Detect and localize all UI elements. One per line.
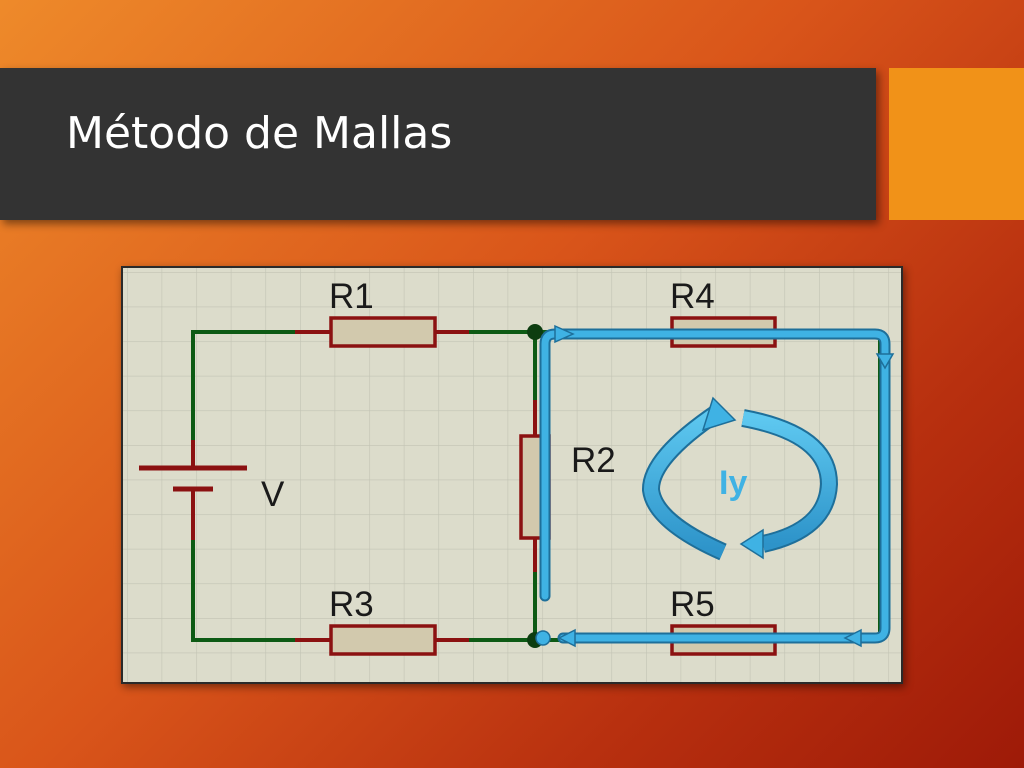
label-voltage: V: [261, 475, 285, 514]
junction-top: [527, 324, 543, 340]
accent-box: [889, 68, 1024, 220]
arrow-top-right: [554, 324, 575, 344]
path-endpoint: [535, 630, 551, 646]
label-mesh-current: Iy: [719, 464, 747, 502]
voltage-source: [139, 465, 247, 492]
lower-arrowhead: [739, 528, 764, 560]
resistor-r3: [329, 624, 437, 656]
slide-title: Método de Mallas: [66, 108, 453, 159]
label-r5: R5: [670, 585, 715, 624]
label-r2: R2: [571, 441, 616, 480]
resistor-r1: [329, 316, 437, 348]
circuit-diagram: R1 R4 R2 R3 R5 V Iy: [121, 266, 903, 684]
arrow-right-down: [875, 353, 895, 370]
title-bar: [0, 68, 876, 220]
upper-arrowhead: [701, 396, 737, 432]
arrow-bottom-left: [843, 628, 862, 648]
label-r3: R3: [329, 585, 374, 624]
label-r4: R4: [670, 277, 715, 316]
label-r1: R1: [329, 277, 374, 316]
mesh-current-path: [539, 328, 891, 644]
arrow-bottom-left-2: [557, 628, 576, 648]
path-arrowheads: [554, 324, 895, 648]
mesh-rotation-arrows: [642, 396, 839, 561]
